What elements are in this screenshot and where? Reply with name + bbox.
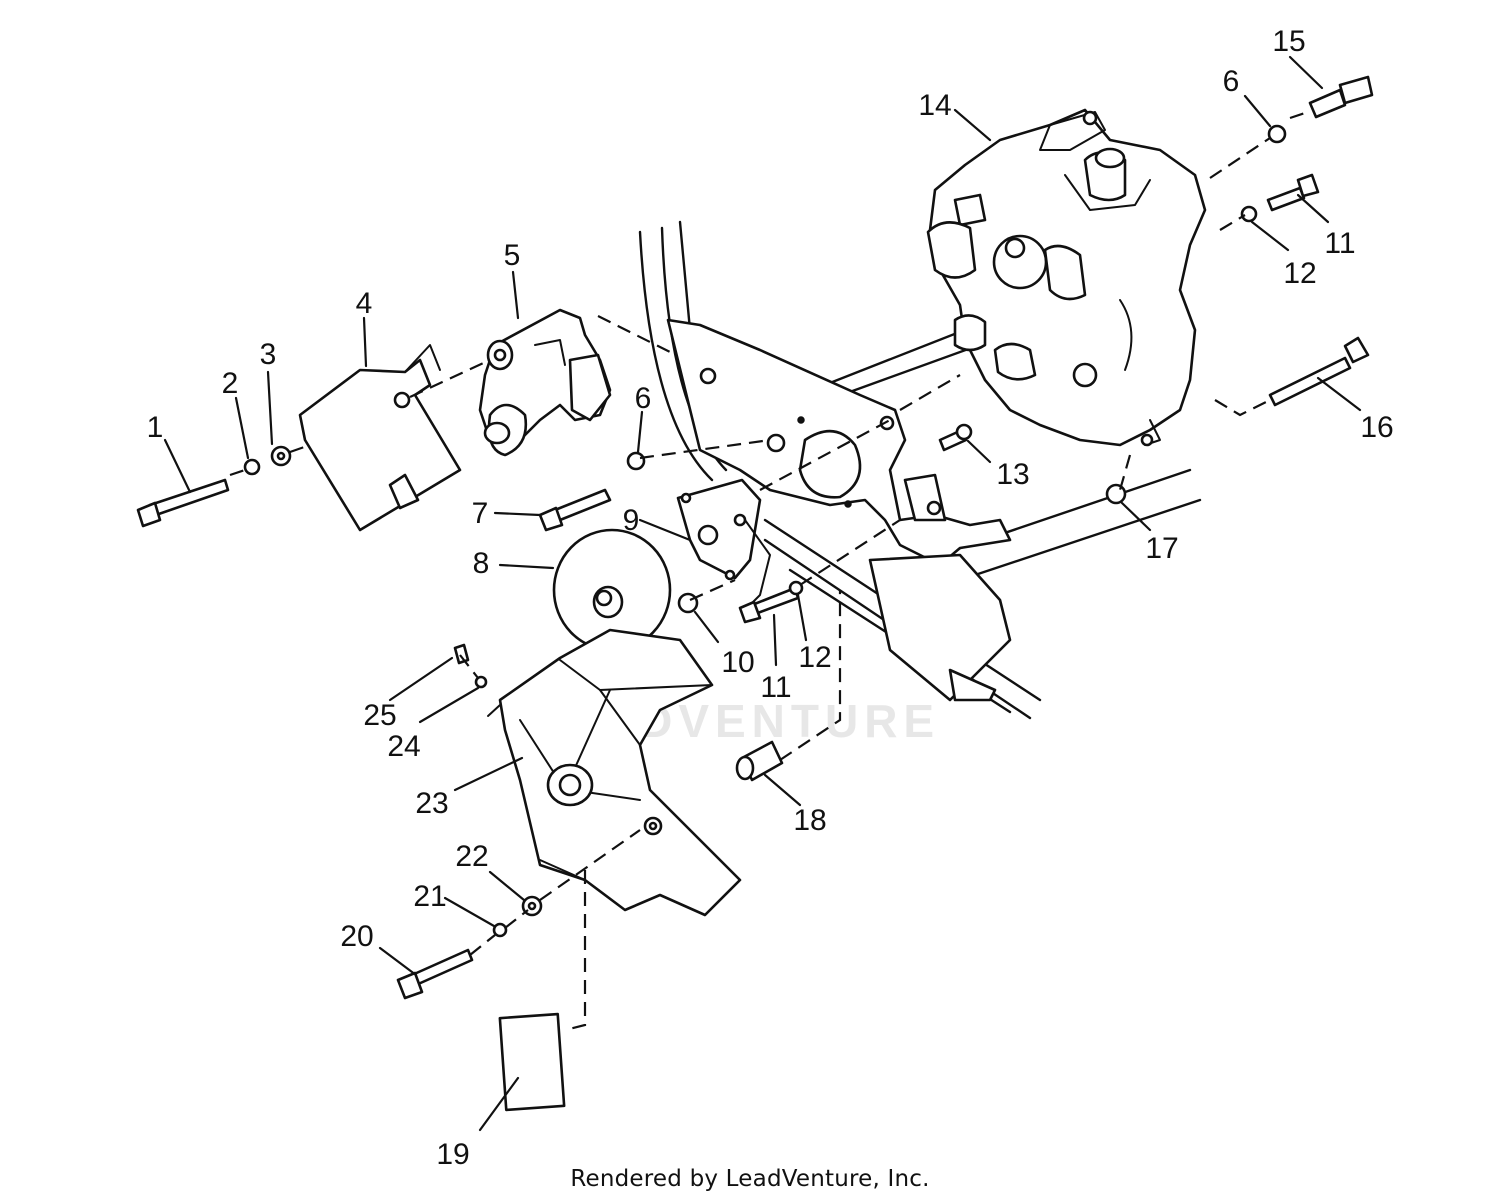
callout-13: 13 — [996, 458, 1029, 491]
callout-labels: 1 2 3 4 5 6 7 8 9 10 11 12 13 14 15 6 11… — [147, 25, 1394, 1171]
bolt-15 — [1308, 75, 1374, 119]
nut-10 — [677, 592, 699, 614]
nut-17 — [1105, 483, 1127, 505]
washer-6-left — [626, 451, 646, 471]
bolt-11-right — [1266, 173, 1320, 212]
callout-15: 15 — [1272, 25, 1305, 58]
washer-24 — [474, 675, 488, 689]
callout-17: 17 — [1145, 532, 1178, 565]
assembly-lines — [229, 110, 1309, 1032]
callout-20: 20 — [340, 920, 373, 953]
callout-24: 24 — [387, 730, 420, 763]
callout-1: 1 — [147, 411, 164, 444]
lock-washer-12-right — [1240, 205, 1258, 223]
flat-washer-3-hole — [276, 451, 286, 461]
lock-washer-12-center — [788, 580, 804, 596]
bolt-11-center — [738, 586, 800, 624]
callout-16: 16 — [1360, 411, 1393, 444]
bolt-16 — [1268, 336, 1370, 407]
label-decal — [498, 1012, 566, 1112]
render-credit: Rendered by LeadVenture, Inc. — [570, 1166, 930, 1192]
bolt-20 — [396, 948, 474, 1000]
washer-6-right — [1267, 124, 1287, 144]
bracket — [298, 344, 462, 532]
mounting-plate — [666, 318, 1012, 567]
lock-washer-21 — [492, 922, 508, 938]
callout-21: 21 — [413, 880, 446, 913]
motor — [478, 308, 612, 457]
spacer-18 — [735, 740, 784, 782]
callout-4: 4 — [356, 287, 373, 320]
callout-14: 14 — [918, 89, 951, 122]
screw-25 — [453, 643, 470, 665]
callout-5: 5 — [504, 239, 521, 272]
callout-11-right: 11 — [1324, 227, 1355, 260]
callout-2: 2 — [222, 367, 239, 400]
callout-19: 19 — [436, 1138, 469, 1171]
callout-8: 8 — [473, 547, 490, 580]
bolt-7 — [538, 488, 612, 532]
lock-washer-2 — [243, 458, 261, 476]
bearing-plate — [676, 478, 771, 611]
bolt-1 — [136, 478, 230, 528]
callout-23: 23 — [415, 787, 448, 820]
callout-9: 9 — [623, 504, 640, 537]
bolt-13 — [938, 423, 973, 452]
callout-6-left: 6 — [635, 382, 652, 415]
callout-22: 22 — [455, 840, 488, 873]
flat-washer-22-hole — [527, 901, 537, 911]
callout-10: 10 — [721, 646, 754, 679]
lower-bracket — [868, 553, 1012, 702]
gearbox-housing — [926, 108, 1207, 447]
callout-6-right: 6 — [1223, 65, 1240, 98]
callout-25: 25 — [363, 699, 396, 732]
callout-12-center: 12 — [798, 641, 831, 674]
callout-11-center: 11 — [760, 671, 791, 704]
callout-12-right: 12 — [1283, 257, 1316, 290]
callout-18: 18 — [793, 804, 826, 837]
belt-cover — [487, 628, 742, 917]
callout-3: 3 — [260, 338, 277, 371]
callout-7: 7 — [472, 497, 489, 530]
leader-lines — [163, 55, 1362, 1132]
